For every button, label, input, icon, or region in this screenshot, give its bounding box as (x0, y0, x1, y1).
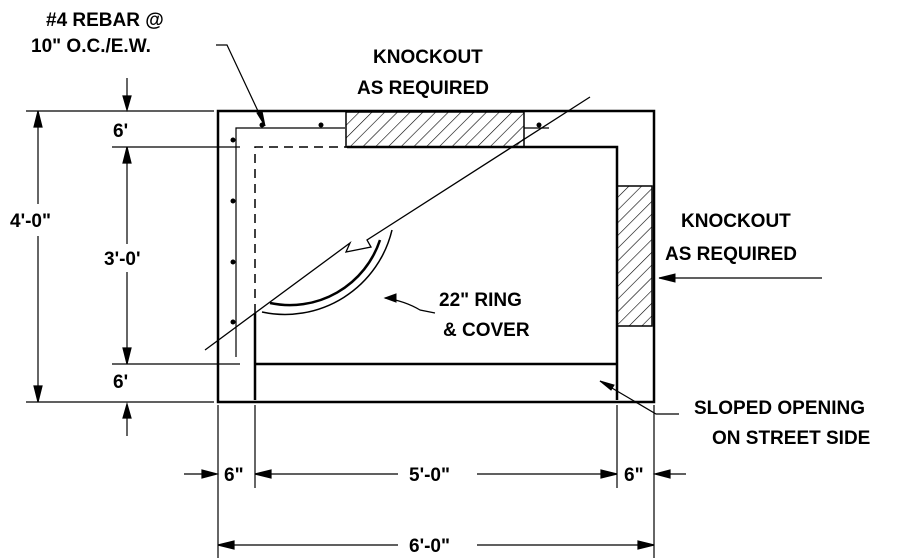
knockout-top (345, 111, 525, 148)
dim-arrow (122, 347, 132, 365)
rebar-dot (318, 122, 324, 128)
dim-arrow (217, 540, 235, 550)
sloped-leader (599, 380, 679, 415)
rebar-dot (230, 137, 236, 143)
rebar-dot (230, 319, 236, 325)
leaders (216, 44, 822, 415)
dim-arrow (33, 385, 43, 403)
rebar-dot (230, 198, 236, 204)
knockout-right-label-line1: KNOCKOUT (681, 211, 791, 232)
dim-arrow (254, 469, 272, 479)
ring-inner (269, 239, 382, 307)
sloped-label-line2: ON STREET SIDE (712, 428, 870, 449)
rebar-dots (230, 122, 542, 325)
dim-right-wall: 6" (624, 465, 644, 486)
sloped-label-line1: SLOPED OPENING (694, 398, 865, 419)
dim-overall-height: 4'-0" (10, 211, 51, 232)
sloped-leader-arrow (599, 380, 615, 391)
annotations: #4 REBAR @ 10" O.C./E.W. KNOCKOUT AS REQ… (10, 10, 870, 557)
dim-inner-width: 5'-0" (409, 465, 450, 486)
dim-arrow (122, 146, 132, 164)
dim-arrow (600, 469, 618, 479)
knockout-top-label-line2: AS REQUIRED (357, 78, 489, 99)
vault-structure (204, 96, 656, 404)
dim-top-wall: 6' (113, 121, 128, 142)
rebar-leader (216, 44, 266, 127)
rebar-label-line1: #4 REBAR @ (46, 10, 164, 31)
knockout-right-arrow (658, 273, 676, 283)
ring-label-line2: & COVER (443, 320, 530, 341)
dim-bottom-wall: 6' (113, 372, 128, 393)
dim-arrow (652, 469, 671, 479)
outer-wall (216, 109, 656, 404)
rebar-dot (536, 122, 542, 128)
inner-cavity-dashed (254, 146, 347, 313)
rebar-label-line2: 10" O.C./E.W. (31, 36, 151, 57)
ring-leader-arrow (383, 293, 397, 303)
dim-arrow (122, 401, 132, 419)
ring-outer (261, 229, 393, 316)
dim-arrow (122, 95, 132, 113)
rebar-dot (230, 259, 236, 265)
ring-label-line1: 22" RING (439, 290, 522, 311)
dim-overall-width: 6'-0" (409, 536, 450, 557)
dim-left-wall: 6" (224, 465, 244, 486)
knockout-right (616, 185, 653, 327)
dim-arrow (637, 540, 655, 550)
rebar-line (235, 127, 345, 357)
dim-inner-height: 3'-0' (104, 249, 141, 270)
knockout-top-label-line1: KNOCKOUT (373, 47, 483, 68)
section-break-line (204, 96, 591, 351)
knockout-right-label-line2: AS REQUIRED (665, 244, 797, 265)
dimension-lines (26, 78, 686, 558)
dim-arrow (33, 110, 43, 128)
rebar-leader-arrow (256, 110, 266, 127)
dim-arrow (201, 469, 220, 479)
